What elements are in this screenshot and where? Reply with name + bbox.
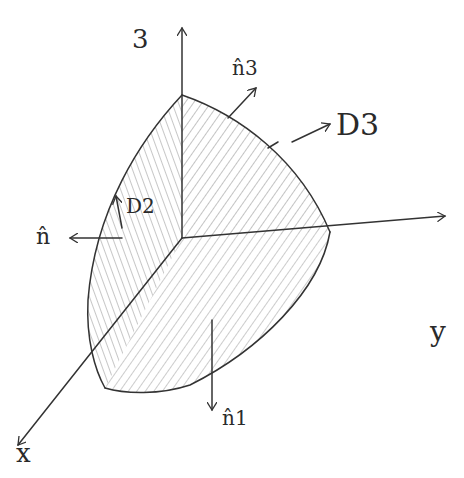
- normal-label: n̂1: [222, 408, 248, 428]
- surface-label: D2: [126, 196, 155, 216]
- axes-and-outline: [18, 28, 445, 445]
- axis-label: y: [430, 318, 446, 346]
- hatched-faces: [88, 95, 330, 393]
- normal-label: n̂: [36, 226, 50, 248]
- axis-label: 3: [132, 26, 149, 52]
- normal-label: n̂3: [232, 58, 258, 78]
- surface-label: D3: [336, 110, 379, 140]
- axis-label: x: [16, 440, 31, 466]
